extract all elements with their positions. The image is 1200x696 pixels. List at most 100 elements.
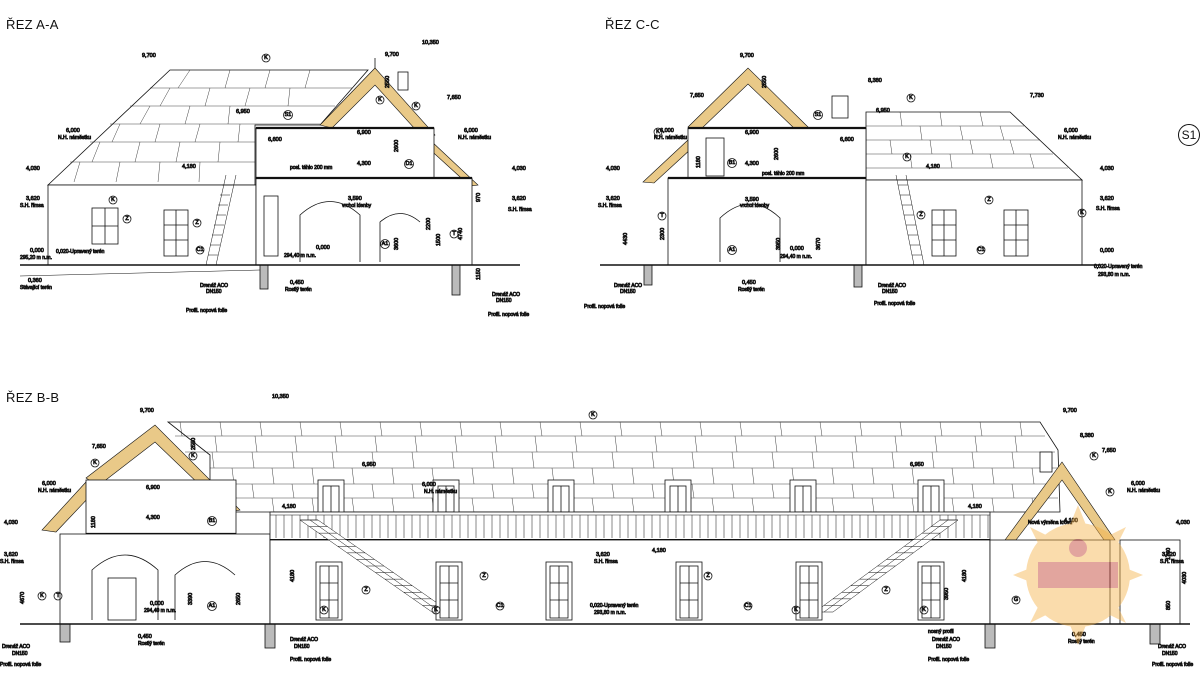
aa-vault-arch — [299, 201, 361, 262]
bb-dormer — [432, 479, 460, 515]
svg-text:K: K — [111, 197, 115, 203]
aa-elev-10350: 10,350 — [422, 40, 439, 46]
aa-tag-c1: C1 — [195, 245, 205, 255]
svg-text:C1: C1 — [496, 603, 503, 609]
cc-attic-door — [705, 137, 725, 177]
cc-tag-b1: B1 — [727, 158, 737, 168]
cc-elev-9700: 9,700 — [740, 53, 754, 59]
svg-text:B1: B1 — [729, 160, 736, 166]
bb-dormer — [917, 479, 945, 515]
bb-elev-4300: 4,300 — [146, 515, 160, 521]
svg-text:A1: A1 — [209, 603, 216, 609]
bb-elev-3620c: 3,620 — [596, 552, 610, 558]
svg-text:K: K — [922, 607, 926, 613]
cc-tag-t: T — [657, 211, 667, 221]
cc-note-mnm: 294,40 m n.m. — [780, 254, 812, 260]
cc-truss-gable — [687, 67, 809, 131]
svg-text:S1: S1 — [285, 112, 292, 118]
bb-left-attic — [85, 479, 237, 535]
cc-elev-3620r: 3,620 — [1100, 196, 1114, 202]
bb-dim-1760: 1760 — [1166, 548, 1172, 560]
aa-elev-6600: 6,600 — [268, 137, 282, 143]
cc-elev-3590: 3,590 — [745, 197, 759, 203]
cc-note-sh: S.H. římsa — [598, 203, 622, 209]
bb-dim-2650: 2650 — [236, 593, 242, 605]
svg-text:K: K — [264, 55, 268, 61]
bb-note-upraveny: 0,020-Upravený terén — [590, 603, 639, 609]
aa-elev-3620r: 3,620 — [512, 196, 526, 202]
aa-dim-2200: 2200 — [426, 218, 432, 230]
aa-note-drenaz: Drenáž ACO — [200, 283, 228, 289]
cc-note-nh: N.H. náměstku — [654, 135, 687, 141]
bb-elev-8380: 8,380 — [1080, 433, 1094, 439]
bb-dormer — [789, 479, 817, 515]
bb-gallery — [269, 511, 991, 541]
cc-foundation-right — [853, 264, 863, 288]
bb-note-sh-r: S.H. římsa — [1160, 559, 1184, 565]
svg-text:Z: Z — [884, 587, 888, 593]
bb-dim-3950: 3950 — [944, 588, 950, 600]
bb-elev-3620r: 3,620 — [1162, 552, 1176, 558]
aa-tag-z1: Z — [122, 214, 132, 224]
bb-tag-z2: Z — [703, 571, 713, 581]
cc-tag-k3: K — [1077, 208, 1087, 218]
bb-note-dn150-1: DN150 — [12, 651, 28, 657]
aa-dim-1150: 1150 — [476, 268, 482, 280]
cc-note-tahlo: posl. táhlo 200 mm — [762, 171, 804, 177]
bb-main-ground — [269, 539, 991, 625]
svg-text:T: T — [56, 593, 60, 599]
bb-window — [917, 561, 945, 621]
cc-dim-3950: 3950 — [776, 238, 782, 250]
bb-note-krov: Nová výměna krovu — [1028, 520, 1072, 526]
bb-window — [315, 561, 343, 621]
aa-stair — [205, 174, 237, 266]
aa-elev-6900: 6,900 — [357, 130, 371, 136]
cc-dim-2550: 2550 — [762, 76, 768, 88]
bb-tag-z4: Z — [881, 585, 891, 595]
aa-note-nh: N.H. náměstku — [58, 135, 91, 141]
bb-tag-t: T — [53, 591, 63, 601]
aa-elev-6950: 6,950 — [236, 109, 250, 115]
svg-text:Z: Z — [364, 587, 368, 593]
cc-ground-floor — [667, 177, 867, 266]
aa-tag-k2: K — [375, 95, 385, 105]
bb-dim-4030: 4030 — [1182, 572, 1188, 584]
bb-tag-k6: K — [37, 591, 47, 601]
bb-elev-3620: 3,620 — [4, 552, 18, 558]
bb-stair-left — [299, 519, 451, 613]
bb-tag-k2: K — [90, 458, 100, 468]
svg-text:C1: C1 — [196, 247, 203, 253]
bb-elev-6950: 6,950 — [362, 462, 376, 468]
bb-elev-0000: 0,000 — [150, 601, 164, 607]
aa-note-mnm: 294,40 m n.m. — [284, 253, 316, 259]
aa-dim-4740: 4740 — [458, 228, 464, 240]
bb-note-mnm: 294,40 m n.m. — [144, 608, 176, 614]
aa-tag-d1: D1 — [404, 159, 414, 169]
bb-elev-0450: 0,450 — [138, 634, 152, 640]
cc-note-teren: 293,80 m n.m. — [1098, 272, 1130, 278]
aa-note-vrchol: vrchol klenby — [342, 203, 372, 209]
cc-note-drenaz-r: Drenáž ACO — [878, 283, 906, 289]
cc-truss-left — [642, 139, 693, 184]
cc-dim-4430: 4430 — [623, 233, 629, 245]
bb-gallery-railing — [270, 514, 990, 538]
aa-terrain-line — [19, 269, 261, 277]
aa-door — [263, 195, 279, 257]
bb-note-folie-4: Profil. nopová folie — [1152, 662, 1193, 668]
bb-note-folie-2: Profil. nopová folie — [290, 657, 331, 663]
aa-chimney — [397, 71, 409, 91]
section-title-cc: ŘEZ C-C — [605, 17, 660, 32]
cc-dim-3670: 3670 — [816, 238, 822, 250]
aa-dim-970: 970 — [476, 193, 482, 202]
cc-elev-6000r: 6,000 — [1064, 128, 1078, 134]
svg-text:K: K — [905, 154, 909, 160]
watermark-logo — [1013, 505, 1143, 645]
bb-note-folie-1: Profil. nopová folie — [0, 662, 41, 668]
aa-foundation-right — [451, 264, 461, 296]
bb-dim-1180: 1180 — [91, 516, 97, 528]
aa-ground-floor — [255, 177, 473, 266]
cc-note-dn150-r: DN150 — [882, 289, 898, 295]
svg-text:K: K — [1108, 489, 1112, 495]
aa-elev-6000r: 6,000 — [464, 128, 478, 134]
